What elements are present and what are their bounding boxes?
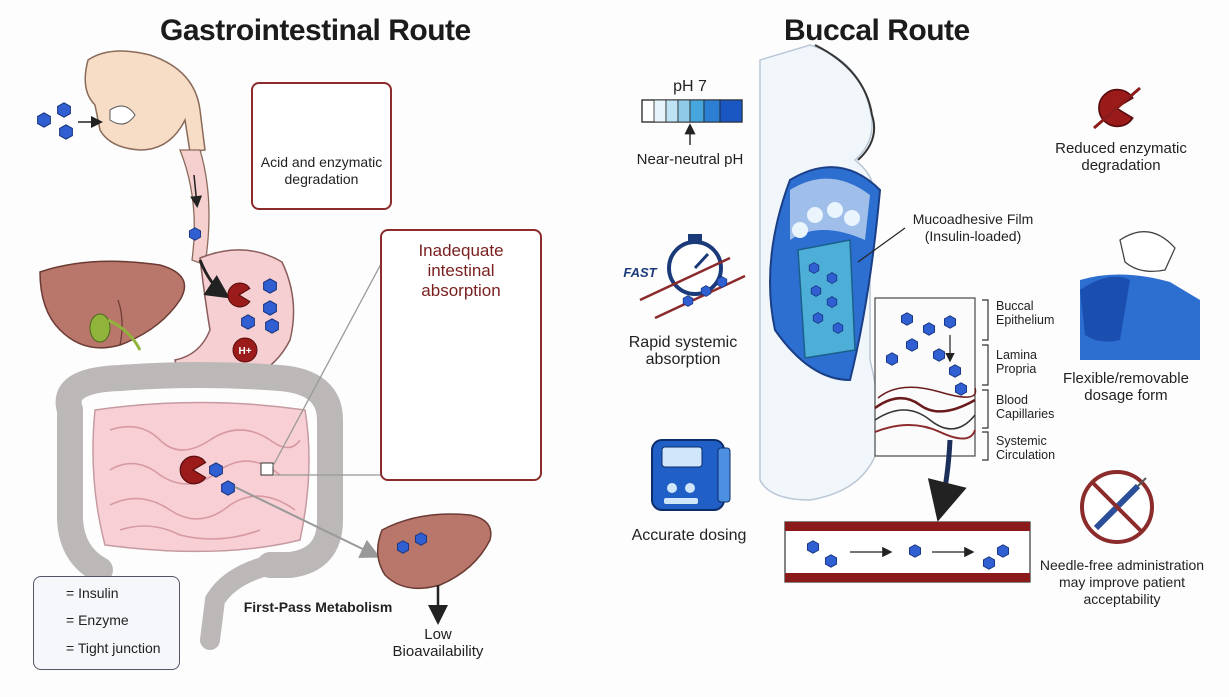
needle-free-label: Needle-free administration may improve p… — [1039, 557, 1205, 607]
mucoadhesive-film — [797, 239, 856, 359]
stomach-arrow — [198, 259, 230, 299]
first-pass-liver — [376, 513, 492, 590]
liver-insulin-2 — [414, 532, 428, 546]
legend: = Insulin = Enzyme = Tight junction — [33, 576, 180, 670]
head-outline — [84, 50, 206, 153]
zoom-marker — [260, 462, 274, 476]
layer-buccal-epithelium: Buccal Epithelium — [996, 299, 1055, 327]
title-buccal: Buccal Route — [784, 14, 970, 47]
layer-lamina-propria: Lamina Propria — [996, 348, 1037, 376]
esophagus-arrow — [190, 174, 203, 208]
layer-brackets — [982, 299, 989, 461]
no-enzyme-icon — [1093, 86, 1141, 130]
acid-degradation-label: Acid and enzymatic degradation — [260, 154, 383, 187]
inadequate-absorption-box: Inadequate intestinal absorption — [380, 229, 542, 481]
accurate-dosing-label: Accurate dosing — [631, 527, 747, 544]
stomach-contents — [227, 278, 279, 363]
absorption-down-arrow — [927, 439, 967, 522]
intestine-folds — [109, 425, 301, 540]
film-label: Mucoadhesive Film (Insulin-loaded) — [912, 211, 1034, 244]
layer-systemic-circulation: Systemic Circulation — [996, 434, 1056, 462]
no-needle-icon — [1080, 470, 1154, 544]
acid-symbol: H+ — [290, 99, 304, 110]
layer-blood-capillaries: Blood Capillaries — [996, 393, 1055, 421]
insulin-esophagus — [188, 227, 202, 241]
legend-enzyme-label: = Enzyme — [66, 612, 129, 628]
fast-label: FAST — [623, 265, 657, 280]
legend-insulin-label: = Insulin — [66, 585, 119, 601]
zoom-line-top — [272, 261, 383, 467]
first-pass-label: First-Pass Metabolism — [243, 599, 393, 615]
gallbladder — [89, 313, 111, 343]
ph-caption: Near-neutral pH — [636, 151, 744, 168]
liver — [39, 260, 186, 349]
liver-insulin-1 — [396, 540, 410, 554]
ph-value: pH 7 — [673, 78, 707, 95]
acid-degradation-box: H+ Acid and enzymatic degradation — [251, 82, 392, 210]
glucose-meter-icon — [651, 439, 731, 511]
stopwatch-icon — [639, 234, 746, 320]
removable-film-icon — [1080, 231, 1200, 360]
flexible-form-label: Flexible/removable dosage form — [1063, 370, 1189, 404]
legend-tight-junction-label: = Tight junction — [66, 640, 161, 656]
title-gastrointestinal: Gastrointestinal Route — [160, 14, 471, 47]
insulin-oral-intake — [37, 102, 103, 140]
esophagus — [179, 149, 210, 266]
inadequate-absorption-title: Inadequate intestinal absorption — [418, 241, 504, 300]
tissue-cross-section — [874, 297, 977, 457]
blood-vessel — [784, 521, 1031, 583]
low-bioavailability-label: Low Bioavailability — [392, 626, 484, 660]
reduced-degradation-label: Reduced enzymatic degradation — [1055, 140, 1187, 174]
first-pass-arrow — [234, 486, 381, 558]
film-leader-line — [857, 227, 906, 263]
rapid-absorption-label: Rapid systemic absorption — [628, 334, 738, 368]
stomach-acid-symbol: H+ — [238, 346, 252, 357]
ph-strip — [641, 99, 743, 145]
